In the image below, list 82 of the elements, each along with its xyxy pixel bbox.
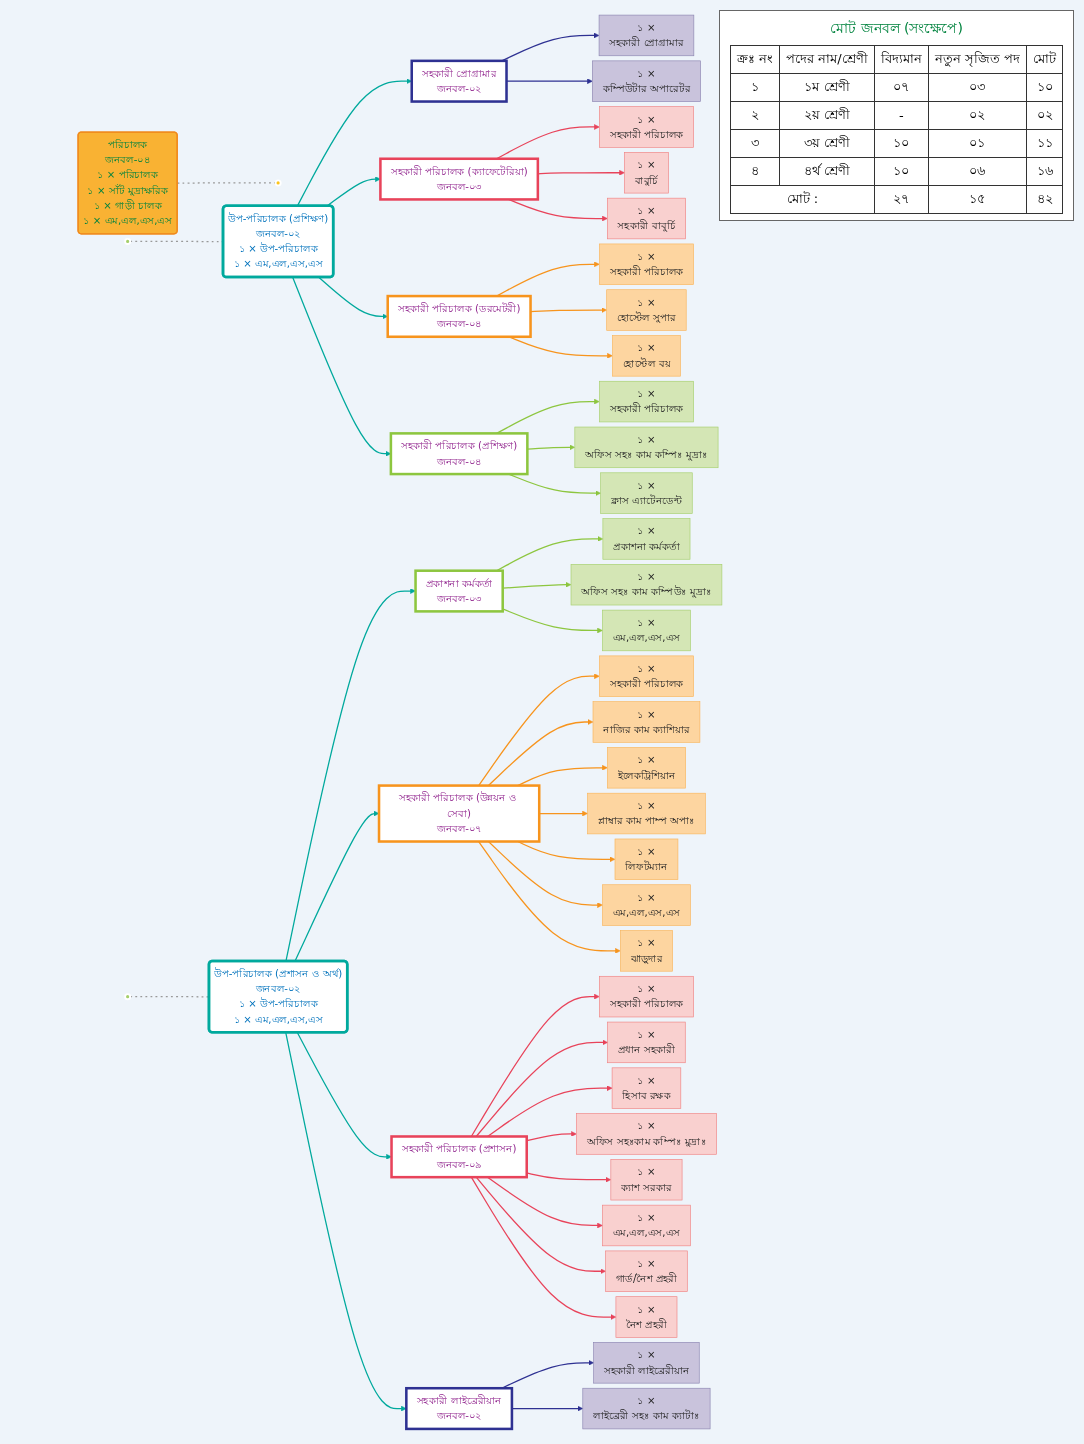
count-value: - bbox=[874, 101, 929, 130]
node-box: সহকারী পরিচালক (ক্যাফেটেরিয়া) জনবল-০৩ bbox=[379, 157, 540, 201]
node-box: ১ × অফিস সহঃ কাম কম্পিঃ মুদ্রাঃ bbox=[574, 426, 719, 469]
node-box: সহকারী পরিচালক (উন্নয়ন ও সেবা) জনবল-০৭ bbox=[377, 784, 541, 843]
node-box: ১ × সহকারী পরিচালক bbox=[599, 655, 694, 697]
node-circle bbox=[124, 237, 132, 245]
node-box: ১ × লিফটম্যান bbox=[614, 838, 679, 880]
node-box: ১ × প্রকাশনা কর্মকর্তা bbox=[602, 518, 691, 560]
node-box: ১ × প্রধান সহকারী bbox=[607, 1021, 686, 1064]
node-box: ১ × ইলেকট্রিশিয়ান bbox=[607, 747, 686, 789]
node-box: ১ × সহকারী পরিচালক bbox=[599, 975, 694, 1018]
node-box: প্রকাশনা কর্মকর্তা জনবল-০৩ bbox=[414, 569, 504, 613]
count-value: ২য় শ্রেণী bbox=[779, 101, 875, 130]
node-box: ১ × সহকারী প্রোগ্রামার bbox=[598, 14, 695, 57]
node-box: ১ × প্লাম্বার কাম পাম্প অপাঃ bbox=[587, 792, 706, 835]
node-box: সহকারী পরিচালক (প্রশিক্ষণ) জনবল-০৪ bbox=[389, 432, 529, 476]
node-box: ১ × কম্পিউটার অপারেটর bbox=[592, 60, 701, 102]
arrow bbox=[502, 581, 572, 589]
arrow bbox=[526, 1172, 612, 1183]
node-box: ১ × হিসাব রক্ষক bbox=[611, 1067, 682, 1109]
count-value: ০২ bbox=[928, 101, 1027, 130]
node-box: ১ × এম,এল,এস,এস bbox=[602, 884, 691, 926]
row-label: ১ bbox=[730, 73, 780, 102]
count-value: ০৩ bbox=[928, 73, 1027, 102]
node-box: সহকারী পরিচালক (প্রশাসন) জনবল-০৯ bbox=[390, 1135, 528, 1179]
count-value: ১ম শ্রেণী bbox=[779, 73, 875, 102]
column-header: বিদ্যমান bbox=[874, 45, 929, 74]
node-box: ১ × সহকারী পরিচালক bbox=[599, 380, 694, 423]
node-box: সহকারী প্রোগ্রামার জনবল-০২ bbox=[410, 59, 508, 103]
count-value: ১৫ bbox=[928, 185, 1027, 214]
node-box: ১ × হোস্টেল সুপার bbox=[606, 289, 687, 331]
node-box: ১ × সহকারী লাইব্রেরীয়ান bbox=[593, 1342, 700, 1384]
table-title: মোট জনবল (সংক্ষেপে) bbox=[829, 19, 964, 38]
arrow bbox=[511, 1405, 584, 1412]
count-value: ০৭ bbox=[874, 73, 929, 102]
count-value: ১০ bbox=[874, 129, 929, 158]
node-box: ১ × অফিস সহঃ কাম কম্পিউঃ মুদ্রাঃ bbox=[570, 564, 723, 606]
node-box: ১ × সহকারী বাবুর্চি bbox=[607, 197, 686, 240]
count-value: ৩য় শ্রেণী bbox=[779, 129, 875, 158]
row-label: ৪ bbox=[730, 157, 780, 186]
arrow bbox=[537, 169, 625, 176]
node-box: ১ × ক্যাশ সরকার bbox=[610, 1159, 683, 1201]
arrow bbox=[294, 810, 380, 962]
row-label: ৩ bbox=[730, 129, 780, 158]
node-box: ১ × ঝাড়ুদার bbox=[620, 930, 673, 972]
count-value: ২৭ bbox=[874, 185, 929, 214]
count-value: ১০ bbox=[1026, 73, 1063, 102]
arrow bbox=[526, 1131, 577, 1142]
node-circle bbox=[124, 993, 132, 1001]
count-value: ১৬ bbox=[1026, 157, 1063, 186]
node-box: ১ × নৈশ প্রহরী bbox=[615, 1296, 678, 1338]
column-header: নতুন সৃজিত পদ bbox=[928, 45, 1027, 74]
node-box: ১ × গার্ড/নৈশ প্রহরী bbox=[605, 1250, 688, 1292]
node-box: ১ × এম,এল,এস,এস bbox=[602, 1204, 691, 1247]
column-header: মোট bbox=[1026, 45, 1063, 74]
count-value: ০২ bbox=[1026, 101, 1063, 130]
arrow bbox=[296, 78, 412, 207]
node-box: ১ × ক্লাস এ্যাটেনডেন্ট bbox=[600, 472, 693, 514]
node-box: ১ × লাইব্রেরী সহঃ কাম ক্যাটাঃ bbox=[582, 1387, 711, 1430]
row-label: ২ bbox=[730, 101, 780, 130]
node-box: সহকারী লাইব্রেরীয়ান জনবল-০২ bbox=[405, 1386, 514, 1431]
node-box: সহকারী পরিচালক (ডরমেটরী) জনবল-০৪ bbox=[386, 294, 532, 339]
node-box: ১ × অফিস সহঃকাম কম্পিঃ মুদ্রাঃ bbox=[576, 1113, 717, 1155]
node-box: ১ × বাবুর্চি bbox=[624, 152, 669, 194]
arrow bbox=[502, 608, 603, 634]
column-header: ক্রঃ নং bbox=[730, 45, 780, 74]
column-header: পদের নাম/শ্রেণী bbox=[779, 45, 875, 74]
count-value: ০৬ bbox=[928, 157, 1027, 186]
node-box: ১ × সহকারী পরিচালক bbox=[599, 243, 694, 285]
node-circle bbox=[274, 179, 282, 187]
node-box: ১ × সহকারী পরিচালক bbox=[599, 106, 694, 148]
count-value: ১০ bbox=[874, 157, 929, 186]
count-value: ৪র্থ শ্রেণী bbox=[779, 157, 875, 186]
arrow bbox=[326, 176, 381, 207]
row-label: মোট : bbox=[730, 185, 875, 214]
count-value: ০১ bbox=[928, 129, 1027, 158]
node-box: ১ × হোস্টেল বয় bbox=[612, 335, 681, 377]
count-value: ৪২ bbox=[1026, 185, 1063, 214]
node-box: ১ × এম,এল,এস,এস bbox=[602, 609, 691, 652]
count-value: ১১ bbox=[1026, 129, 1063, 158]
arrow bbox=[285, 588, 416, 962]
node-box: ১ × নাজির কাম ক্যাশিয়ার bbox=[592, 701, 701, 743]
